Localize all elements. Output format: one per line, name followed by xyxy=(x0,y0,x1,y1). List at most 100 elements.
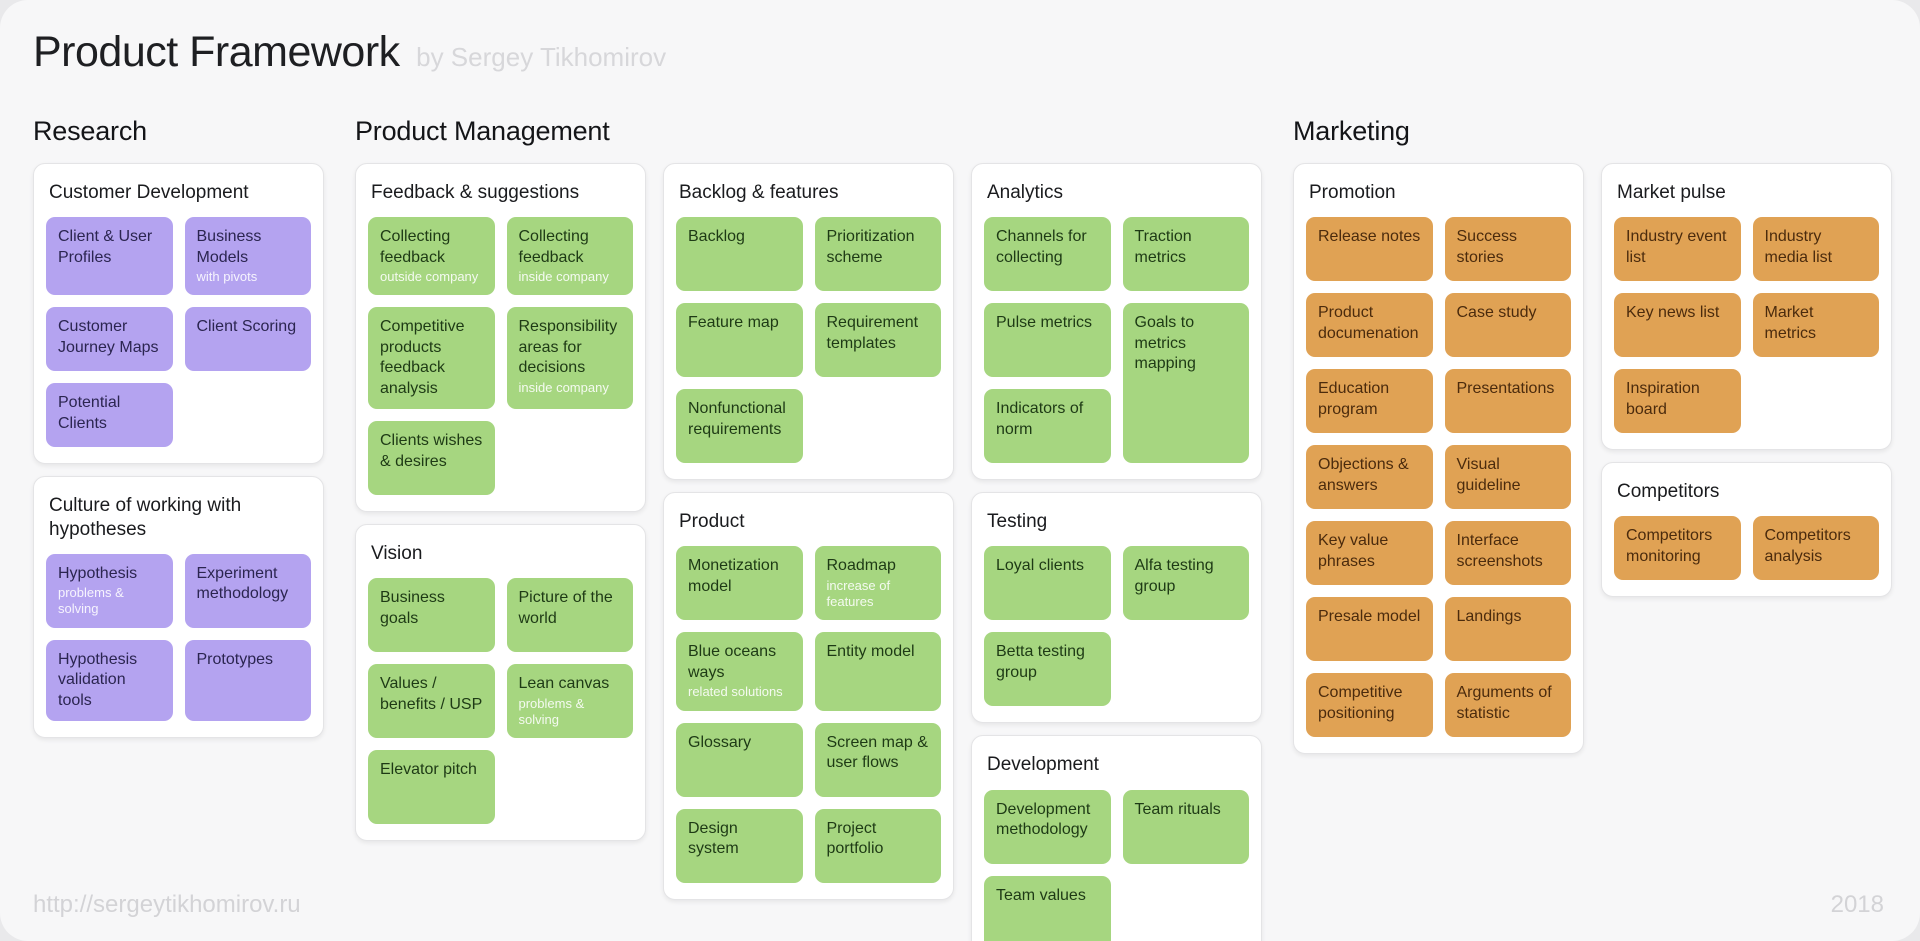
byline: by Sergey Tikhomirov xyxy=(416,42,667,72)
tile-case-study: Case study xyxy=(1444,293,1571,358)
card-title: Product xyxy=(679,511,745,533)
tile-label: Elevator pitch xyxy=(380,761,477,779)
tile-subtitle: inside company xyxy=(518,269,609,285)
tile-market-metrics: Market metrics xyxy=(1752,293,1879,358)
tile-subtitle: inside company xyxy=(518,379,609,395)
tile-subtitle: increase of features xyxy=(826,577,891,610)
tile-team-values: Team values xyxy=(984,875,1111,941)
tile-objections-answers: Objections & answers xyxy=(1306,445,1433,510)
tile-label: Presale model xyxy=(1318,608,1421,626)
tile-label: Glossary xyxy=(688,733,752,751)
tile-label: Prioritization scheme xyxy=(826,228,915,266)
tile-channels-for-collecting: Channels for collecting xyxy=(984,217,1111,292)
tile-label: Lean canvas xyxy=(518,675,610,693)
tile-label: Competitors monitoring xyxy=(1626,527,1713,565)
tile-label: Business Models xyxy=(196,228,262,266)
tile-goals-to-metrics-mapping: Goals to metrics mapping xyxy=(1122,303,1249,464)
section-header-product-management: Product Management xyxy=(355,116,610,146)
section-header-spacer xyxy=(663,100,954,163)
tile-label: Objections & answers xyxy=(1318,456,1409,494)
tile-requirement-templates: Requirement templates xyxy=(814,303,941,378)
tile-client-scoring: Client Scoring xyxy=(184,307,311,372)
tile-label: Competitive positioning xyxy=(1318,684,1403,722)
tile-label: Collecting feedback xyxy=(380,228,451,266)
tile-label: Inspiration board xyxy=(1626,380,1700,418)
tile-label: Product documenation xyxy=(1318,304,1419,342)
tile-label: Team rituals xyxy=(1134,800,1221,818)
tile-label: Indicators of norm xyxy=(996,400,1084,438)
tile-label: Hypothesis validation tools xyxy=(58,650,138,709)
card-title: Culture of working with hypotheses xyxy=(49,495,242,540)
tile-label: Pulse metrics xyxy=(996,314,1093,332)
card-title: Vision xyxy=(371,543,423,565)
card-title: Development xyxy=(987,754,1099,776)
tile-label: Monetization model xyxy=(688,557,779,595)
tile-product-documenation: Product documenation xyxy=(1306,293,1433,358)
page-title: Product Framework xyxy=(33,28,400,76)
tile-subtitle: with pivots xyxy=(196,269,258,285)
tile-label: Clients wishes & desires xyxy=(380,432,483,470)
tile-experiment-methodology: Experiment methodology xyxy=(184,553,311,628)
card-title: Competitors xyxy=(1617,481,1720,503)
card-title: Testing xyxy=(987,511,1048,533)
tile-label: Channels for collecting xyxy=(996,228,1087,266)
tile-label: Hypothesis xyxy=(58,564,138,582)
tile-label: Release notes xyxy=(1318,228,1421,246)
tile-label: Success stories xyxy=(1456,228,1517,266)
tile-competitors-analysis: Competitors analysis xyxy=(1752,516,1879,581)
card-title: Market pulse xyxy=(1617,182,1726,203)
tile-label: Industry media list xyxy=(1764,228,1833,266)
tile-label: Feature map xyxy=(688,314,779,332)
tile-glossary: Glossary xyxy=(676,722,803,797)
tile-label: Case study xyxy=(1456,304,1537,322)
tile-release-notes: Release notes xyxy=(1306,217,1433,282)
tile-label: Market metrics xyxy=(1764,304,1817,342)
tile-education-program: Education program xyxy=(1306,369,1433,434)
tile-interface-screenshots: Interface screenshots xyxy=(1444,521,1571,586)
tile-business-models: Business Models with pivots xyxy=(184,217,311,296)
tile-values-benefits-usp: Values / benefits / USP xyxy=(368,664,495,739)
tile-picture-of-the-world: Picture of the world xyxy=(506,578,633,653)
board-footer: http://sergeytikhomirov.ru 2018 xyxy=(33,891,1884,919)
tile-label: Collecting feedback xyxy=(518,228,589,266)
tile-label: Education program xyxy=(1318,380,1390,418)
tile-development-methodology: Development methodology xyxy=(984,789,1111,864)
tile-indicators-of-norm: Indicators of norm xyxy=(984,389,1111,464)
tile-label: Arguments of statistic xyxy=(1456,684,1552,722)
tile-label: Industry event list xyxy=(1626,228,1727,266)
tile-presentations: Presentations xyxy=(1444,369,1571,434)
tile-label: Project portfolio xyxy=(826,819,884,857)
board-header: Product Framework by Sergey Tikhomirov xyxy=(0,0,1920,77)
tile-project-portfolio: Project portfolio xyxy=(814,808,941,883)
tile-pulse-metrics: Pulse metrics xyxy=(984,303,1111,378)
tile-prioritization-scheme: Prioritization scheme xyxy=(814,217,941,292)
tile-label: Potential Clients xyxy=(58,394,121,432)
tile-label: Roadmap xyxy=(826,557,896,575)
tile-competitive-positioning: Competitive positioning xyxy=(1306,673,1433,738)
tile-competitors-monitoring: Competitors monitoring xyxy=(1614,516,1741,581)
tile-label: Prototypes xyxy=(196,650,273,668)
tile-label: Loyal clients xyxy=(996,557,1085,575)
card-title: Promotion xyxy=(1309,182,1396,203)
tile-label: Screen map & user flows xyxy=(826,733,928,771)
